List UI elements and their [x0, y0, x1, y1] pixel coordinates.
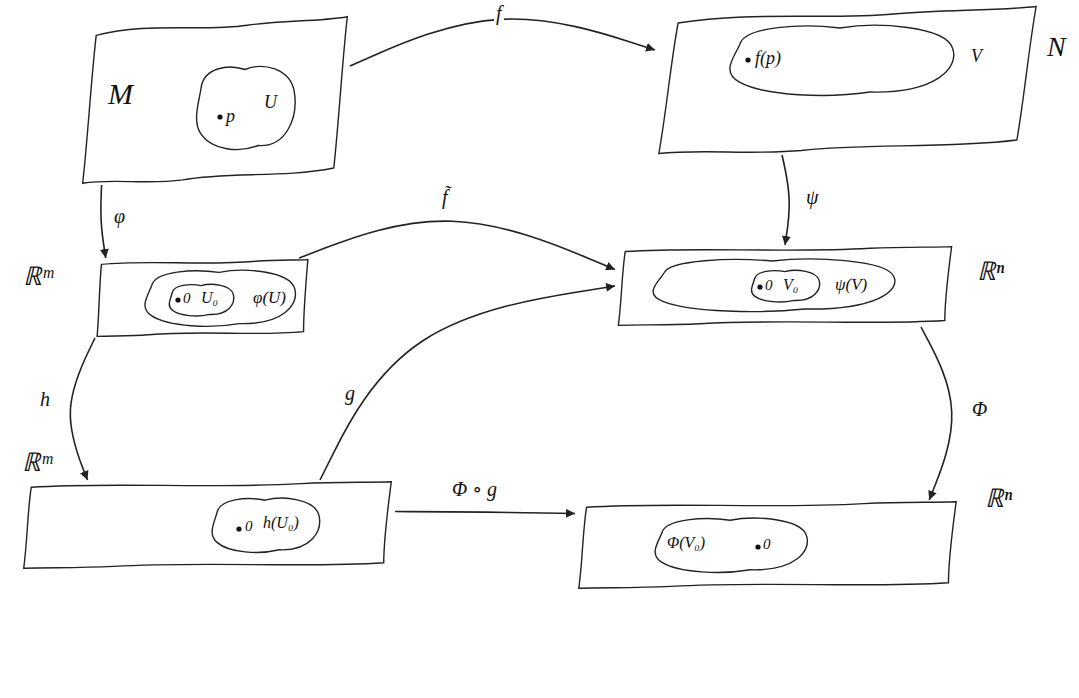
euclidean-plane: ℝᵐ0h(U₀) — [20, 480, 395, 570]
set-label: h(U₀) — [263, 514, 299, 532]
outline-path — [145, 270, 295, 326]
outline-path — [83, 17, 348, 184]
point-dot — [755, 544, 760, 549]
set-label: 0 — [183, 290, 191, 307]
map-label: φ — [112, 205, 127, 228]
space-label: ℝᵐ — [22, 448, 52, 478]
point-dot — [217, 114, 222, 119]
map-arrow — [921, 327, 952, 500]
euclidean-plane: ℝᵐφ(U)0U₀ — [95, 258, 310, 338]
set-label: 0 — [763, 536, 771, 553]
map-label: g — [343, 382, 357, 405]
euclidean-plane: ℝⁿψ(V)0V₀ — [615, 245, 955, 327]
map-arrow — [299, 221, 615, 269]
outline-path — [618, 247, 951, 326]
point-layer — [20, 480, 395, 570]
connector-group — [70, 19, 952, 513]
set-label: 0 — [245, 518, 253, 535]
manifold-sheet: M Up — [80, 15, 350, 185]
set-label: f(p) — [755, 48, 781, 69]
set-label: Φ(V₀) — [667, 534, 705, 552]
outline-path — [579, 502, 956, 588]
map-label: Φ ∘ g — [450, 478, 499, 501]
outline-path — [659, 7, 1036, 154]
point-layer — [190, 60, 300, 155]
open-set-region: 0 h(U₀) — [205, 494, 325, 556]
outline-path — [197, 66, 296, 149]
map-arrow — [101, 185, 106, 258]
map-arrow — [320, 286, 615, 480]
space-label: N — [1047, 31, 1066, 63]
outline-path — [653, 259, 895, 312]
outline-shape — [20, 480, 395, 570]
outline-path — [730, 25, 954, 95]
outline-shape — [190, 60, 300, 155]
set-label: U — [264, 92, 277, 113]
set-label: φ(U) — [253, 288, 286, 308]
set-label: U₀ — [201, 289, 218, 307]
space-label: ℝⁿ — [977, 257, 1004, 287]
outline-path — [97, 260, 308, 337]
point-dot — [745, 57, 750, 62]
set-label: 0 — [765, 277, 773, 294]
point-dot — [236, 526, 241, 531]
point-dot — [757, 284, 762, 289]
map-arrow — [782, 155, 789, 245]
outline-path — [24, 482, 392, 568]
map-label: ψ — [804, 186, 820, 209]
set-label: ψ(V) — [835, 275, 867, 295]
map-arrow — [350, 19, 655, 66]
space-label: V — [971, 46, 982, 67]
map-label: f̃ — [440, 186, 450, 209]
set-label: V₀ — [783, 276, 798, 294]
outline-path — [169, 284, 233, 316]
set-label: M — [108, 77, 133, 112]
open-set-region: Φ(V₀) 0 — [645, 514, 815, 576]
open-set-region: ψ(V) 0 V₀ — [637, 255, 907, 315]
outline-path — [212, 498, 319, 552]
map-arrow — [395, 512, 575, 514]
open-set-region: Up — [190, 60, 300, 155]
open-set-region: Vf(p) — [715, 20, 965, 100]
open-set-region: φ(U) 0 U₀ — [135, 266, 303, 330]
map-label: f — [494, 2, 504, 25]
outline-shape — [715, 20, 965, 100]
manifold-sheet: NVf(p) — [655, 5, 1040, 155]
space-label: ℝⁿ — [985, 484, 1012, 514]
open-set-region: 0 V₀ — [747, 268, 823, 304]
outline-path — [752, 270, 820, 302]
map-label: Φ — [970, 398, 989, 421]
set-label: p — [226, 106, 235, 127]
space-label: ℝᵐ — [23, 262, 53, 292]
euclidean-plane: ℝⁿΦ(V₀)0 — [575, 500, 960, 590]
map-label: h — [38, 388, 52, 411]
point-dot — [175, 297, 180, 302]
map-arrow — [70, 338, 95, 480]
open-set-region: 0 U₀ — [165, 282, 237, 318]
point-layer — [715, 20, 965, 100]
outline-path — [655, 518, 807, 572]
